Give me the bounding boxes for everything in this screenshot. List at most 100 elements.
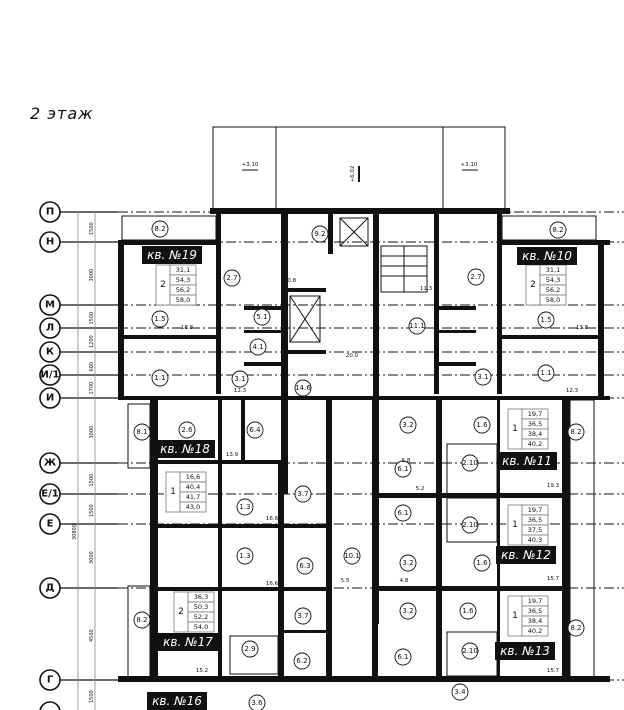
area-label: 20.0 [346,353,359,359]
svg-text:3.2: 3.2 [402,559,413,567]
area-value: 54,0 [194,623,208,631]
axis-label: Н [46,237,54,248]
area-label: 19.3 [547,483,560,489]
room-count: 1 [512,424,518,434]
room-tag: 8.2 [567,423,585,441]
svg-text:1.1: 1.1 [540,369,551,377]
axis-label: И [46,393,54,404]
room-count: 2 [178,607,184,617]
area-label: 5.5 [341,578,350,584]
apartment-label-box [158,633,218,651]
apartment: 119,736,538,440,2кв. №11 [497,408,557,470]
walls [118,208,610,682]
room-count: 1 [512,520,518,530]
area-value: 36,5 [528,607,542,615]
area-table: 231,154,356,258,0 [155,264,197,306]
area-label: 13.8 [576,325,589,331]
svg-text:3.6: 3.6 [251,699,263,707]
svg-text:1.1: 1.1 [154,374,165,382]
area-value: 40,2 [528,627,542,635]
svg-text:8.2: 8.2 [552,226,563,234]
room-tag: 3.7 [294,607,312,625]
axis-bubble [39,513,61,535]
area-value: 58,0 [546,296,560,304]
dimension-span: 1500 [89,690,95,703]
apartment-label-box [496,546,556,564]
area-value: 54,3 [176,276,190,284]
svg-text:11.1: 11.1 [409,322,425,330]
svg-text:9.2: 9.2 [314,230,325,238]
area-label: 18.8 [181,325,194,331]
area-value: 52,2 [194,613,208,621]
svg-text:8.2: 8.2 [154,225,165,233]
axis-bubble [39,231,61,253]
room-tag: 1.5 [151,310,169,328]
axis-label: К [46,347,55,358]
dimension-span: 1500 [89,504,95,517]
apartment: кв. №16 [147,692,207,710]
area-label: 12.3 [234,388,247,394]
level-left: +3,10 [242,162,259,168]
svg-text:2.6: 2.6 [181,426,193,434]
area-label: 16.6 [266,516,279,522]
area-table: 236,350,352,254,0 [173,591,215,633]
axis-bubble-partial [39,701,61,710]
area-label: 5.8 [402,458,411,464]
room-tag: 4.1 [249,338,267,356]
dimension-span: 1500 [89,312,95,325]
room-tag: 3.1 [231,370,249,388]
svg-text:6.1: 6.1 [397,509,408,517]
room-tag: 14.6 [294,379,312,397]
room-count: 2 [530,280,536,290]
svg-text:2.10: 2.10 [462,459,478,467]
room-tag: 1.1 [537,364,555,382]
svg-text:3.1: 3.1 [477,373,488,381]
apartment-label-box [497,452,557,470]
svg-text:10.1: 10.1 [344,552,360,560]
apartment: 119,736,537,540,3кв. №12 [496,504,556,564]
svg-text:1.5: 1.5 [540,316,551,324]
dimension-span: 4500 [89,629,95,642]
area-label: 12.3 [566,388,579,394]
svg-text:8.1: 8.1 [136,428,147,436]
room-tag: 1.5 [537,311,555,329]
area-label: 15.7 [547,668,560,674]
area-label: 15.7 [547,576,560,582]
dimension-chain: 1500300015001200600170030001500150030004… [72,212,96,710]
room-tag: 1.6 [459,602,477,620]
apartment-label-box [147,692,207,710]
level-right: +3,10 [461,162,478,168]
area-value: 19,7 [528,506,542,514]
dimension-span: 3000 [89,551,95,564]
svg-text:3.7: 3.7 [297,490,308,498]
room-tag: 8.2 [133,611,151,629]
room-tag: 8.2 [549,221,567,239]
room-tag: 1.6 [473,416,491,434]
apartment-label-box [495,642,555,660]
apartment-label: кв. №10 [522,249,572,263]
axis-bubble [39,669,61,691]
room-tag: 5.1 [253,308,271,326]
svg-text:1.6: 1.6 [476,559,488,567]
area-label: 13.9 [226,452,239,458]
svg-text:1.6: 1.6 [462,607,474,615]
area-value: 31,1 [176,266,190,274]
svg-text:3.7: 3.7 [297,612,308,620]
area-value: 38,4 [528,617,542,625]
svg-text:8.2: 8.2 [570,428,581,436]
room-tag: 6.2 [293,652,311,670]
apartment-label-box [517,247,577,265]
axis-label: Д [46,583,55,594]
dimension-span: 600 [89,362,95,372]
area-label: 4.8 [400,578,409,584]
dimension-span: 1500 [89,474,95,487]
room-count: 2 [160,280,166,290]
axis-bubble [39,387,61,409]
area-value: 50,3 [194,603,208,611]
room-tag: 3.6 [248,694,266,710]
svg-text:6.2: 6.2 [296,657,307,665]
room-tag: 3.2 [399,554,417,572]
room-area-labels: 18.812.310.811.313.812.320.013.916.616.6… [181,278,589,674]
